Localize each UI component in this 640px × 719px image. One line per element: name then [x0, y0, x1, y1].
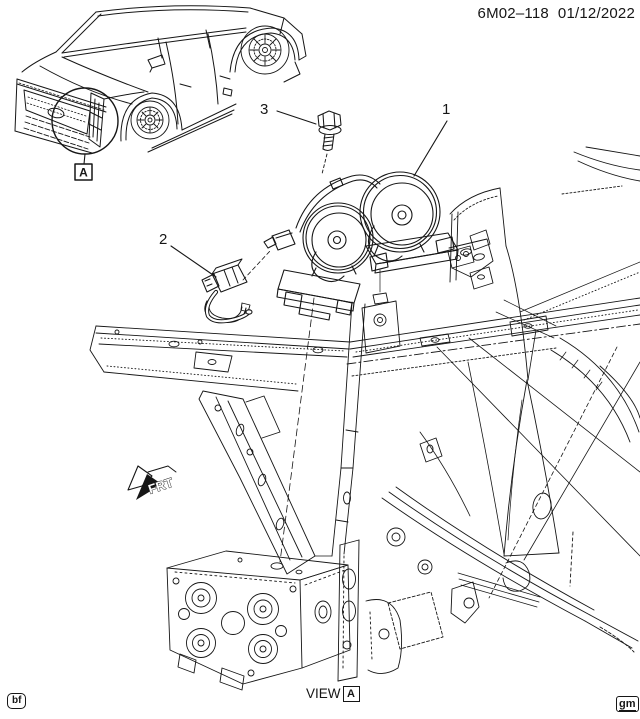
view-caption: VIEW A	[306, 686, 360, 702]
frt-arrow-icon: FRT	[127, 465, 177, 500]
leader-lines	[170, 110, 448, 563]
vehicle-illustration: A	[14, 5, 307, 181]
bolt-illustration	[317, 110, 342, 152]
drawing-number: 6M02–118	[477, 5, 549, 22]
leader-part2	[170, 245, 217, 278]
part-1-callout: 1	[442, 101, 451, 118]
detail-callout-leader	[83, 153, 86, 165]
drawing-date: 01/12/2022	[557, 5, 635, 22]
connector-illustration	[201, 250, 271, 324]
front-wheel	[130, 100, 170, 140]
rear-wheel	[240, 25, 290, 75]
leader-part1	[413, 120, 448, 177]
frame-structure-illustration	[89, 146, 640, 691]
title-block: 6M02–118 01/12/2022	[478, 6, 635, 21]
part-2-callout: 2	[159, 231, 168, 248]
horn-mount-projection	[279, 297, 315, 563]
detail-callout-circle	[51, 87, 119, 155]
view-label: VIEW	[306, 686, 341, 702]
view-letter-box: A	[342, 686, 360, 702]
bolt-axis-dashed	[321, 153, 328, 175]
part-3-callout: 3	[260, 101, 269, 118]
horn-assembly-illustration	[263, 171, 459, 321]
leader-part3	[276, 110, 317, 125]
detail-callout-letter: A	[79, 166, 88, 180]
gm-logo: gm	[616, 696, 639, 712]
page-code-left: bf	[7, 693, 27, 709]
detail-callout-box	[74, 163, 93, 181]
